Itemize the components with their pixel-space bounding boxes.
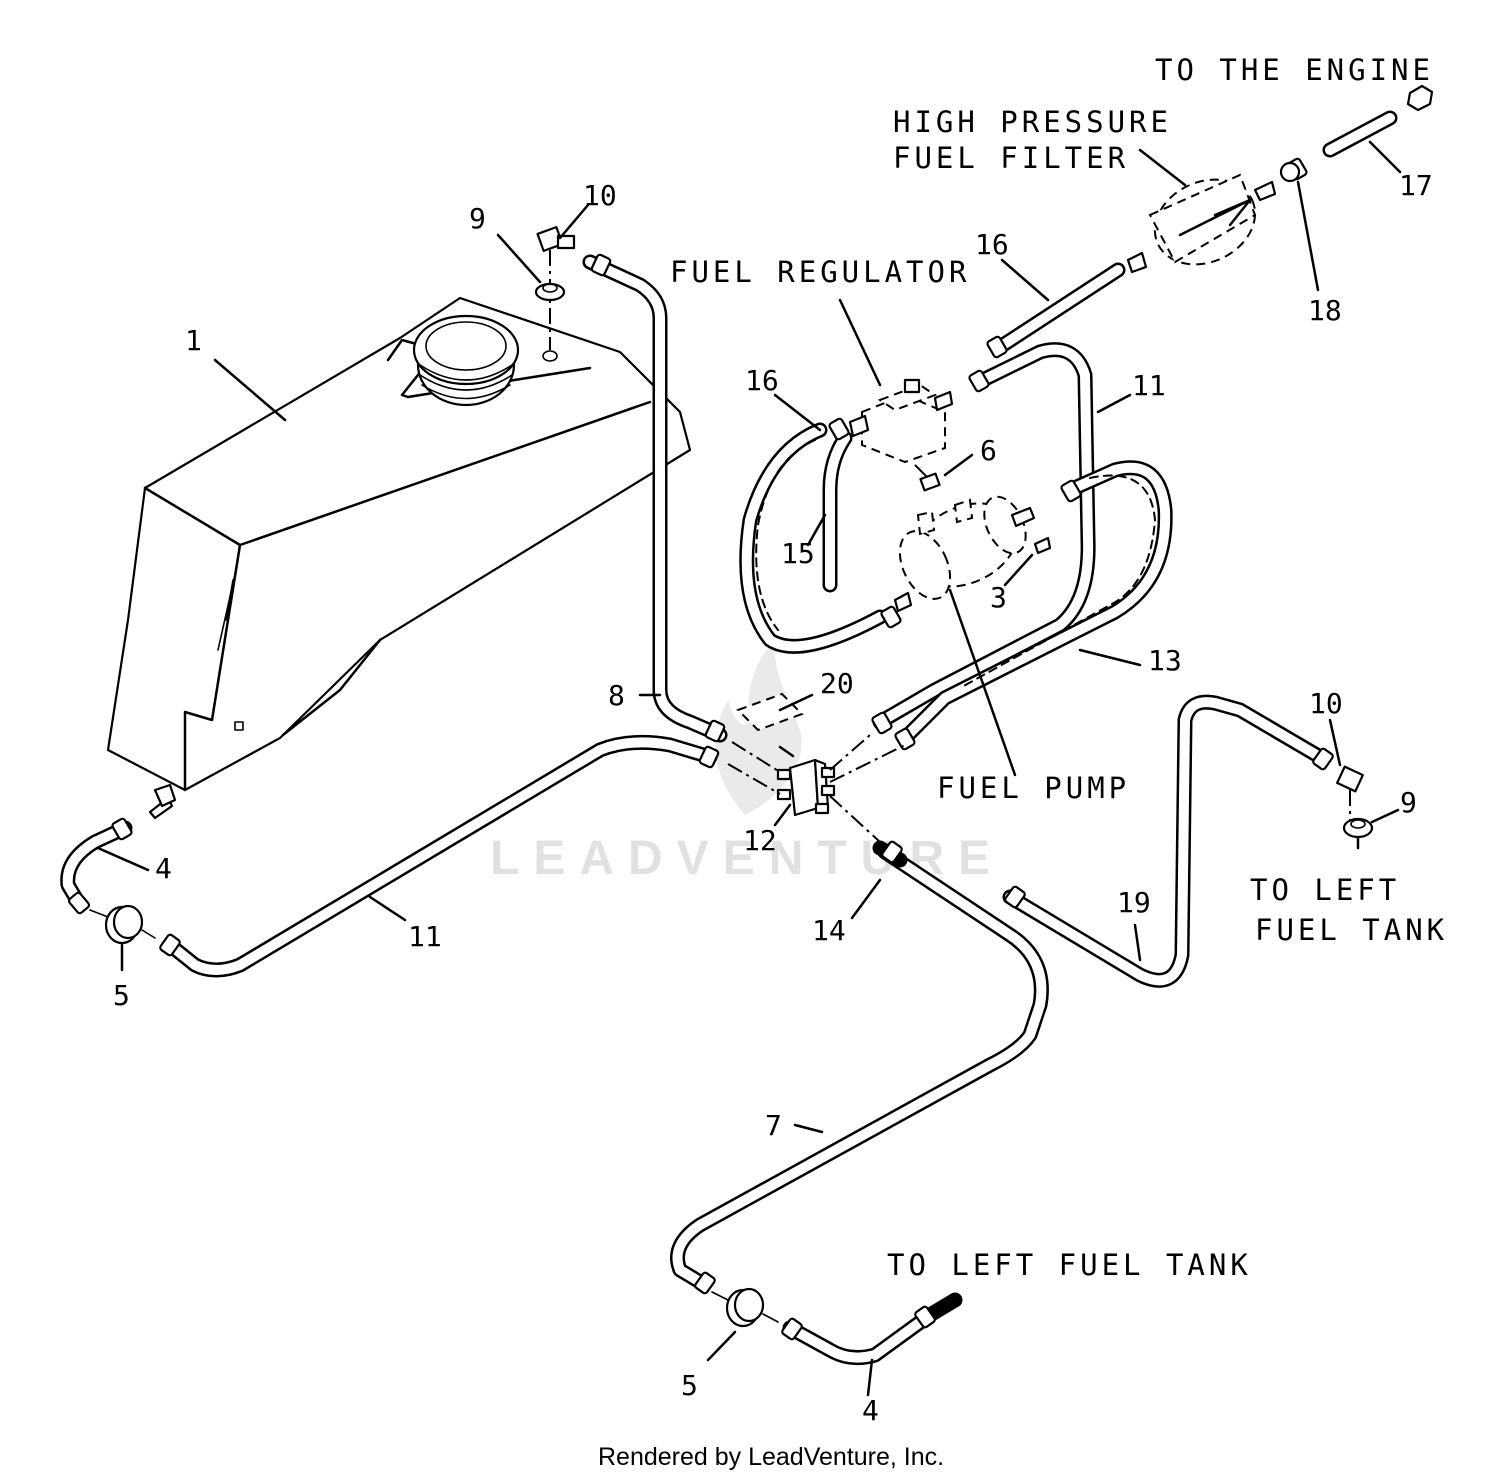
callout-9-upper: 9 xyxy=(469,202,486,235)
grommet-right[interactable] xyxy=(1342,817,1374,850)
callout-3: 3 xyxy=(990,581,1007,614)
fuel-regulator-label: FUEL REGULATOR xyxy=(670,255,970,289)
callout-16-left: 16 xyxy=(745,364,779,397)
callout-5-lower: 5 xyxy=(681,1369,698,1402)
callout-7: 7 xyxy=(765,1109,782,1142)
hoses xyxy=(60,110,1398,1366)
callout-20: 20 xyxy=(820,667,854,700)
shutoff-valve-upper[interactable] xyxy=(89,904,156,945)
fuel-tank[interactable] xyxy=(106,296,692,792)
callout-13: 13 xyxy=(1148,644,1182,677)
hose-clamps xyxy=(67,157,1334,1341)
fuel-filter-label-line2: FUEL FILTER xyxy=(893,141,1129,175)
fuel-filter[interactable] xyxy=(1126,161,1301,280)
callout-9-right: 9 xyxy=(1400,786,1417,819)
shutoff-valve-lower[interactable] xyxy=(711,1287,779,1328)
to-left-tank-lower-label: TO LEFT FUEL TANK xyxy=(887,1248,1252,1282)
callout-15: 15 xyxy=(781,537,815,570)
tank-outlet-fitting xyxy=(148,783,177,820)
callout-11-lower: 11 xyxy=(408,920,442,953)
tank-filler-neck xyxy=(412,314,520,407)
callout-10-upper: 10 xyxy=(583,179,617,212)
callout-10-right: 10 xyxy=(1309,687,1343,720)
to-left-tank-upper-label-line2: FUEL TANK xyxy=(1255,913,1448,947)
engine-fitting-nut xyxy=(1406,84,1434,112)
callout-6: 6 xyxy=(980,434,997,467)
callout-17: 17 xyxy=(1399,169,1433,202)
fuel-regulator[interactable] xyxy=(848,378,954,464)
footer-credit: Rendered by LeadVenture, Inc. xyxy=(598,1443,944,1471)
leader-lines xyxy=(96,140,1402,1397)
fuel-pump-label: FUEL PUMP xyxy=(937,771,1130,805)
tank-fitting-hole xyxy=(542,350,558,362)
fuel-valve-block[interactable] xyxy=(727,734,906,843)
fuel-pump[interactable] xyxy=(890,487,1052,613)
fuel-filter-label-line1: HIGH PRESSURE xyxy=(893,105,1172,139)
to-engine-label: TO THE ENGINE xyxy=(1155,53,1434,87)
annotation-labels: TO THE ENGINE HIGH PRESSURE FUEL FILTER … xyxy=(670,53,1448,1282)
callout-11-right: 11 xyxy=(1132,369,1166,402)
callout-4-lower: 4 xyxy=(862,1394,879,1427)
grommet-upper[interactable] xyxy=(534,282,566,302)
callout-18: 18 xyxy=(1308,294,1342,327)
callout-5-upper: 5 xyxy=(113,979,130,1012)
to-left-tank-upper-label-line1: TO LEFT xyxy=(1250,873,1400,907)
callout-8: 8 xyxy=(608,679,625,712)
callout-16-upper: 16 xyxy=(975,228,1009,261)
decal[interactable] xyxy=(736,692,804,732)
callout-numbers: 1 3 4 4 5 5 6 7 8 9 9 10 10 11 11 12 13 … xyxy=(113,169,1433,1427)
callout-4-upper: 4 xyxy=(155,852,172,885)
callout-1: 1 xyxy=(185,324,202,357)
callout-12: 12 xyxy=(743,824,777,857)
screw[interactable] xyxy=(914,464,941,492)
callout-14: 14 xyxy=(812,914,846,947)
callout-19: 19 xyxy=(1117,886,1151,919)
